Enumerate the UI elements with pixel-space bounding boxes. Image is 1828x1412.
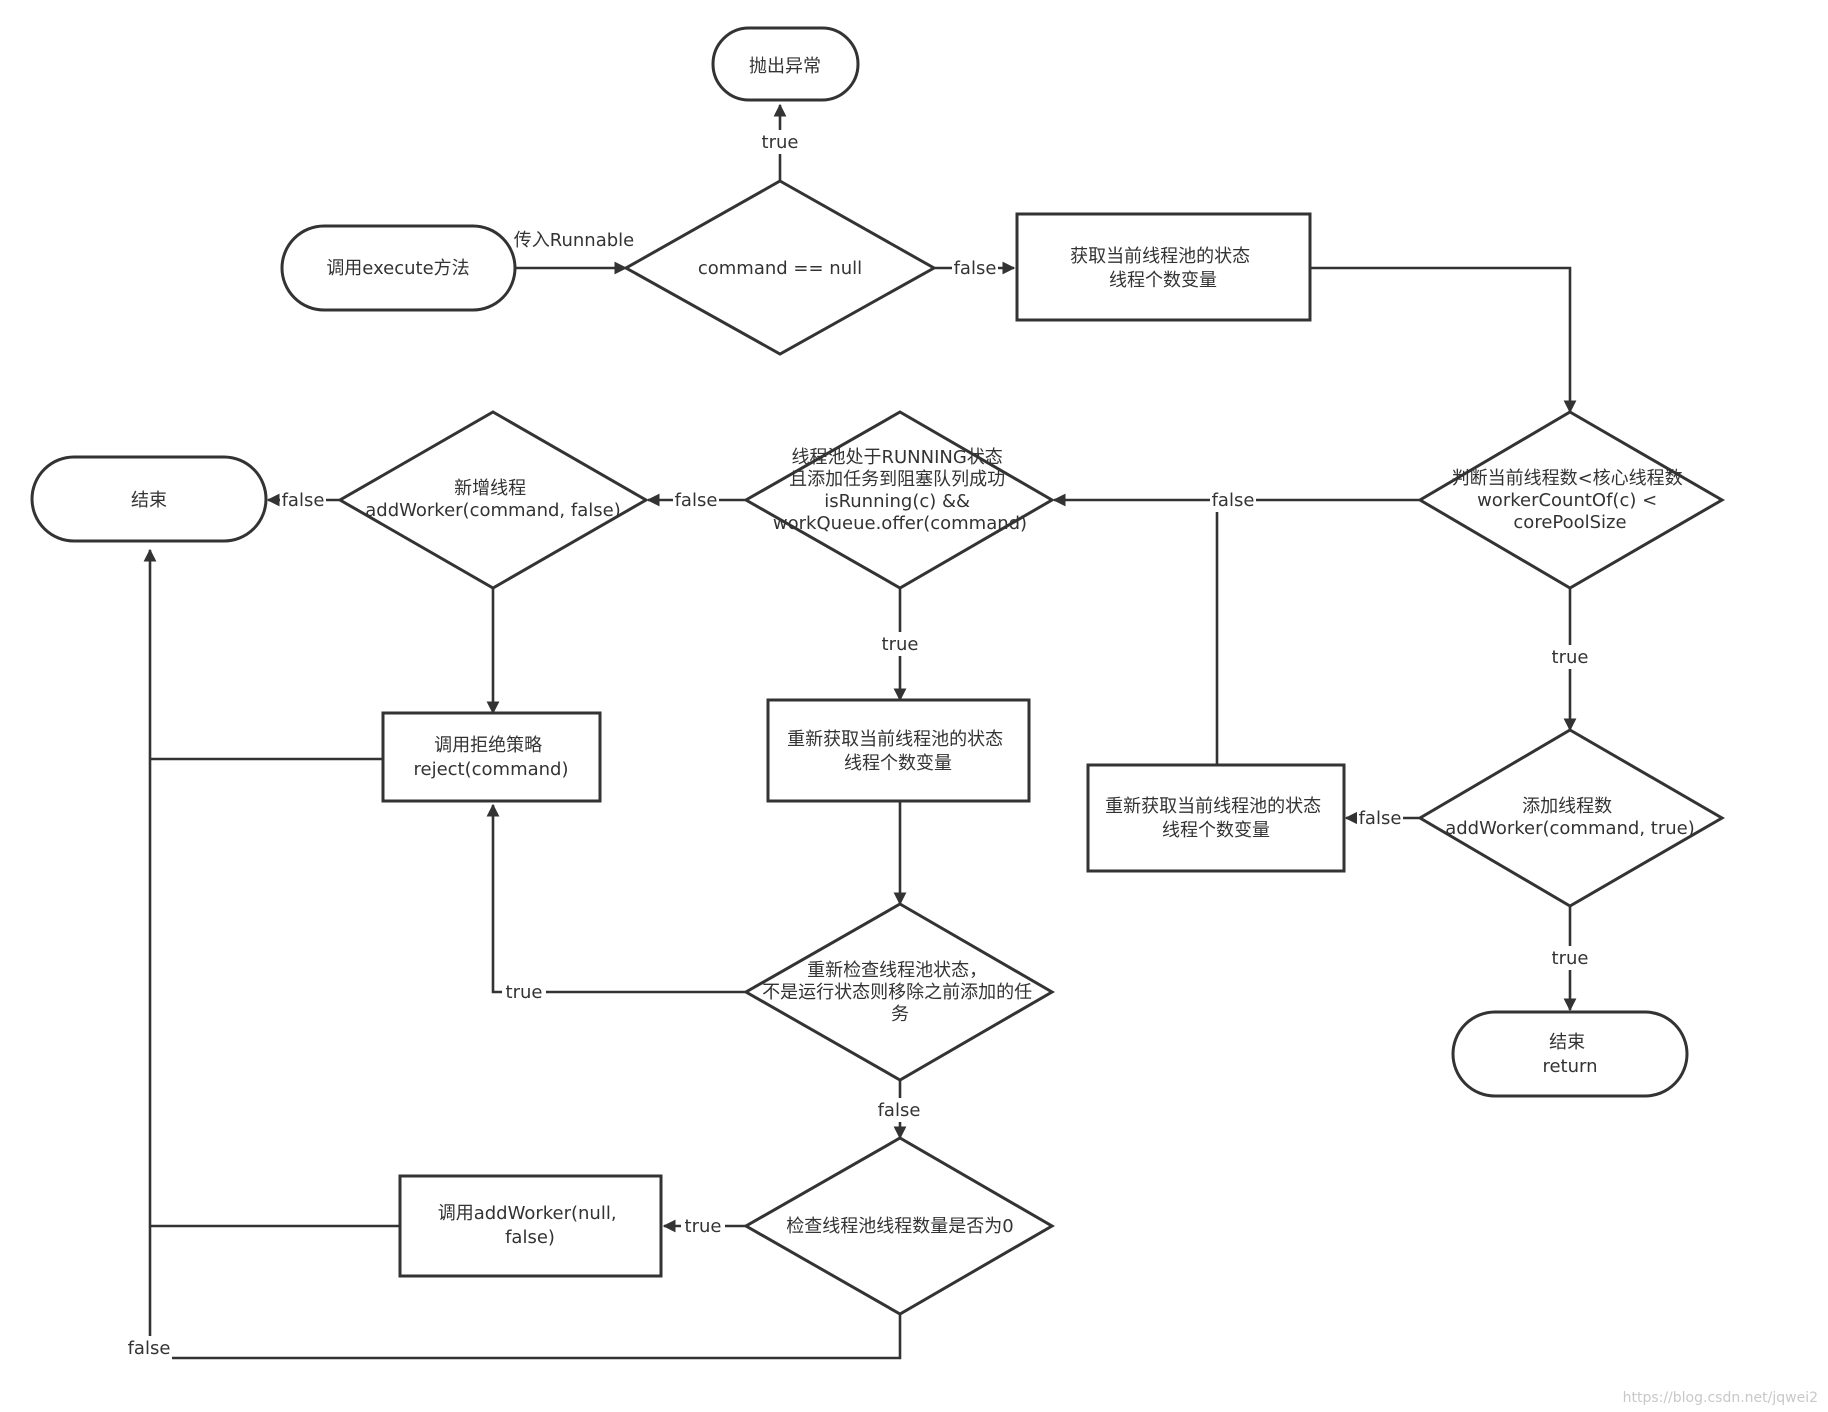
svg-text:结束: 结束 <box>131 490 167 511</box>
node-start: 调用execute方法 <box>280 224 517 312</box>
node-reject-line-2: reject(command) <box>414 759 569 780</box>
label-recheck-true: true <box>506 982 543 1003</box>
watermark: https://blog.csdn.net/jqwei2 <box>1623 1390 1818 1406</box>
node-running-check-line-4: workQueue.offer(command) <box>773 513 1027 534</box>
node-add-core-worker-line-1: 添加线程数 <box>1522 796 1612 817</box>
node-add-core-worker: 添加线程数 addWorker(command, true) <box>1417 728 1725 908</box>
svg-text:调用execute方法: 调用execute方法 <box>326 258 469 279</box>
node-recheck-line-1: 重新检查线程池状态， <box>807 960 987 981</box>
node-add-thread-check-line-1: 新增线程 <box>454 478 526 499</box>
svg-text:获取当前线程池的状态 线程个数变量: 获取当前线程池的状态 线程个数变量 <box>1070 246 1256 291</box>
node-running-check: 线程池处于RUNNING状态 且添加任务到阻塞队列成功 isRunning(c)… <box>742 410 1055 590</box>
node-add-null-worker-line-2: false) <box>505 1227 555 1248</box>
node-get-state-3: 重新获取当前线程池的状态 线程个数变量 <box>766 698 1031 803</box>
node-end-line-1: 结束 <box>131 490 167 511</box>
nodes: 抛出异常 调用execute方法 command == null 获取当前线程池… <box>30 26 1725 1316</box>
node-null-check: command == null <box>622 179 938 356</box>
label-recheck-false: false <box>878 1100 921 1121</box>
node-get-state-1-line-2: 线程个数变量 <box>1109 270 1217 291</box>
node-get-state-2: 重新获取当前线程池的状态 线程个数变量 <box>1086 763 1346 873</box>
svg-text:重新检查线程池状态， 不是运行状态则移除之前: 重新检查线程池状态， 不是运行状态则移除之前添加的任 务 <box>762 960 1038 1025</box>
edge-get-state-1-to-core-check <box>1310 266 1577 414</box>
svg-text:调用addWorker(null, fals: 调用addWorker(null, false) <box>438 1203 623 1248</box>
svg-text:重新获取当前线程池的状态 线程个数变量: 重新获取当前线程池的状态 线程个数变量 <box>787 729 1009 774</box>
node-core-check-line-1: 判断当前线程数<核心线程数 <box>1452 468 1683 489</box>
node-null-check-line-1: command == null <box>698 258 862 279</box>
node-core-check-line-2: workerCountOf(c) < <box>1477 490 1657 511</box>
node-exception: 抛出异常 <box>711 26 860 102</box>
node-start-line-1: 调用execute方法 <box>326 258 469 279</box>
node-add-null-worker: 调用addWorker(null, false) <box>398 1174 663 1278</box>
node-exception-line-1: 抛出异常 <box>749 56 821 77</box>
node-end-return: 结束 return <box>1451 1010 1689 1098</box>
label-zero-false: false <box>128 1338 171 1359</box>
node-end-return-line-1: 结束 <box>1549 1032 1585 1053</box>
node-get-state-3-line-2: 线程个数变量 <box>844 753 952 774</box>
node-recheck: 重新检查线程池状态， 不是运行状态则移除之前添加的任 务 <box>742 902 1055 1082</box>
svg-text:检查线程池线程数量是否为0: 检查线程池线程数量是否为0 <box>786 1216 1013 1237</box>
node-worker-zero-check-line-1: 检查线程池线程数量是否为0 <box>786 1216 1013 1237</box>
node-running-check-line-1: 线程池处于RUNNING状态 <box>791 447 1002 468</box>
label-zero-true: true <box>685 1216 722 1237</box>
label-core-true: true <box>1552 647 1589 668</box>
node-reject-line-1: 调用拒绝策略 <box>434 735 542 756</box>
label-running-false: false <box>675 490 718 511</box>
svg-text:结束 return: 结束 return <box>1542 1032 1597 1077</box>
node-get-state-2-line-1: 重新获取当前线程池的状态 <box>1105 796 1321 817</box>
node-core-check: 判断当前线程数<核心线程数 workerCountOf(c) < corePoo… <box>1417 410 1725 590</box>
node-get-state-1: 获取当前线程池的状态 线程个数变量 <box>1015 212 1312 322</box>
node-get-state-1-line-1: 获取当前线程池的状态 <box>1070 246 1250 267</box>
label-null-false: false <box>954 258 997 279</box>
svg-text:重新获取当前线程池的状态 线程个数变量: 重新获取当前线程池的状态 线程个数变量 <box>1105 796 1327 841</box>
svg-text:添加线程数 addWorker(comman: 添加线程数 addWorker(command, true) <box>1445 796 1695 839</box>
edge-recheck-to-reject <box>486 803 746 994</box>
label-pass-runnable: 传入Runnable <box>514 230 634 251</box>
svg-text:新增线程 addWorker(command: 新增线程 addWorker(command, false) <box>365 478 620 521</box>
label-running-true: true <box>882 634 919 655</box>
edge-labels: 传入Runnable true false false true false t… <box>126 130 1592 1360</box>
label-null-true: true <box>762 132 799 153</box>
label-add-thread-false: false <box>282 490 325 511</box>
svg-text:command == null: command == null <box>698 258 862 279</box>
svg-text:线程池处于RUNNING状态 且添加任务到阻: 线程池处于RUNNING状态 且添加任务到阻塞队列成功 isRunning(c)… <box>773 447 1027 534</box>
node-add-thread-check: 新增线程 addWorker(command, false) <box>336 410 650 590</box>
node-worker-zero-check: 检查线程池线程数量是否为0 <box>742 1136 1055 1316</box>
node-get-state-2-line-2: 线程个数变量 <box>1162 820 1270 841</box>
node-reject: 调用拒绝策略 reject(command) <box>381 711 602 803</box>
node-add-core-worker-line-2: addWorker(command, true) <box>1445 818 1695 839</box>
node-recheck-line-2: 不是运行状态则移除之前添加的任 <box>762 982 1032 1003</box>
node-add-null-worker-line-1: 调用addWorker(null, <box>438 1203 617 1224</box>
node-recheck-line-3: 务 <box>891 1004 909 1025</box>
svg-text:调用拒绝策略 reject(command): 调用拒绝策略 reject(command) <box>414 735 569 780</box>
node-end-return-line-2: return <box>1542 1056 1597 1077</box>
label-add-core-false: false <box>1359 808 1402 829</box>
svg-text:判断当前线程数<核心线程数 workerCo: 判断当前线程数<核心线程数 workerCountOf(c) < corePoo… <box>1452 468 1689 533</box>
node-add-thread-check-line-2: addWorker(command, false) <box>365 500 620 521</box>
label-add-core-true: true <box>1552 948 1589 969</box>
node-core-check-line-3: corePoolSize <box>1513 512 1626 533</box>
node-running-check-line-2: 且添加任务到阻塞队列成功 <box>789 469 1005 490</box>
node-end: 结束 <box>30 455 268 543</box>
node-get-state-3-line-1: 重新获取当前线程池的状态 <box>787 729 1003 750</box>
node-running-check-line-3: isRunning(c) && <box>824 491 970 512</box>
edge-worker-zero-check-to-end <box>150 1314 902 1360</box>
svg-text:抛出异常: 抛出异常 <box>749 56 821 77</box>
label-core-false: false <box>1212 490 1255 511</box>
